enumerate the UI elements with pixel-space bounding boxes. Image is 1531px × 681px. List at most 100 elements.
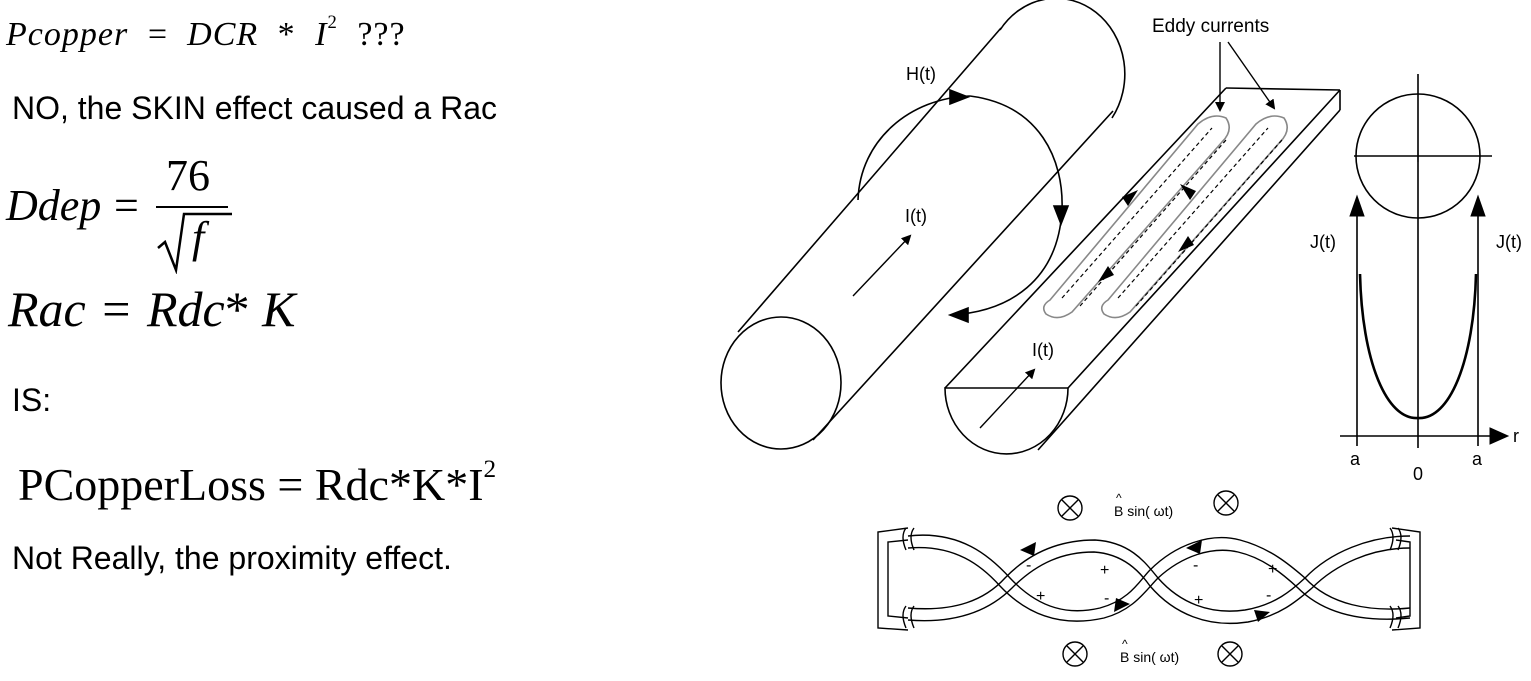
proximity-effect-note: Not Really, the proximity effect. xyxy=(12,540,452,576)
formula-pcopper-lhs: Pcopper xyxy=(6,16,129,53)
right-end-bracket-inner xyxy=(1395,539,1411,619)
skin-effect-note: NO, the SKIN effect caused a Rac xyxy=(12,90,497,126)
h-field-arrow-bottom xyxy=(947,306,969,324)
left-end-bracket xyxy=(877,527,909,631)
formula-ddep-fraction-bar xyxy=(156,206,228,208)
half-cylinder-back-edge xyxy=(1225,87,1341,91)
formula-rac-eq: = xyxy=(102,281,131,337)
formula-pcopper-var: I xyxy=(315,16,328,53)
formula-ddep-eq: = xyxy=(114,181,139,230)
formula-pcopperloss-op1: * xyxy=(388,459,412,510)
half-current-label: I(t) xyxy=(1032,340,1054,360)
formula-pcopper-suffix: ??? xyxy=(357,16,406,53)
formula-ddep-radicand: f xyxy=(192,213,205,262)
field-marker-top-right-icon xyxy=(1213,490,1239,516)
h-field-arrow-top xyxy=(949,88,971,106)
formula-rac-rdc: Rdc xyxy=(146,281,225,337)
field-markers xyxy=(1057,490,1243,667)
tick-label-a-left: a xyxy=(1350,449,1361,469)
cylinder-back-face xyxy=(999,0,1126,119)
half-cylinder-top-left-edge xyxy=(944,87,1227,389)
eddy-path-4 xyxy=(1135,139,1283,307)
formula-pcopperloss-eq: = xyxy=(277,459,304,510)
is-label: IS: xyxy=(12,382,52,418)
charge-minus-4: - xyxy=(1266,587,1271,604)
r-axis-arrowhead xyxy=(1489,427,1510,445)
half-current-arrow xyxy=(979,368,1036,429)
formula-pcopper-op: * xyxy=(277,16,296,53)
formula-pcopper-exp: 2 xyxy=(327,12,338,34)
proximity-arrow-4 xyxy=(1254,610,1270,622)
h-field-arc-bottom xyxy=(949,209,1063,316)
twisted-pair xyxy=(877,527,1421,631)
proximity-arrow-3 xyxy=(1186,540,1202,554)
charge-plus-4: + xyxy=(1194,592,1203,609)
wire-a-outer xyxy=(907,534,1411,612)
r-axis-label: r xyxy=(1513,426,1519,446)
tick-label-zero: 0 xyxy=(1413,464,1423,484)
wire-a-inner xyxy=(907,546,1411,622)
current-density-plot xyxy=(1340,74,1510,448)
right-end-bracket xyxy=(1391,527,1421,631)
left-end-cap-bottom xyxy=(902,605,915,629)
eddy-currents-label: Eddy currents xyxy=(1152,16,1269,37)
formula-pcopperloss-lhs: PCopperLoss xyxy=(18,459,266,510)
proximity-arrow-1 xyxy=(1020,542,1036,556)
h-field-arc-top xyxy=(857,95,971,201)
charge-plus-1: + xyxy=(1100,562,1109,579)
half-cylinder-front-face xyxy=(944,387,1069,455)
formula-pcopper: Pcopper = DCR * I2 ??? xyxy=(6,13,406,54)
eddy-path-3 xyxy=(1117,127,1269,299)
formula-rac-lhs: Rac xyxy=(8,281,86,337)
formula-pcopper-rhs: DCR xyxy=(187,16,259,53)
j-axis-right-arrowhead xyxy=(1470,194,1486,217)
j-label-left: J(t) xyxy=(1310,232,1336,252)
h-field-arrow-right xyxy=(1052,205,1070,227)
wire-b-inner xyxy=(907,547,1411,625)
half-cylinder-conductor xyxy=(944,87,1341,455)
j-axis-left-arrowhead xyxy=(1349,194,1365,217)
field-marker-bottom-right-icon xyxy=(1217,641,1243,667)
eddy-current-arrowheads xyxy=(1098,184,1196,282)
charge-minus-2: - xyxy=(1104,590,1109,607)
left-end-cap-top xyxy=(902,527,915,551)
cylinder-front-face xyxy=(720,316,842,450)
eddy-loop-right xyxy=(1100,115,1288,319)
right-end-cap-top xyxy=(1389,527,1402,551)
proximity-current-arrows xyxy=(1020,540,1270,622)
eddy-arrow-1 xyxy=(1122,190,1138,206)
cylinder-current-arrow xyxy=(852,234,912,297)
charge-minus-3: - xyxy=(1193,557,1198,574)
current-density-curve xyxy=(1358,273,1478,420)
formula-pcopperloss-exp: 2 xyxy=(483,455,497,484)
formula-ddep-numerator: 76 xyxy=(166,151,210,200)
formula-rac-k: K xyxy=(262,281,296,337)
h-field-arc-right xyxy=(969,95,1063,211)
cylinder-conductor xyxy=(720,0,1126,450)
h-field-loop xyxy=(857,88,1070,324)
right-end-cap-bottom xyxy=(1389,605,1402,629)
eddy-path-1 xyxy=(1061,127,1213,299)
eddy-pointer-right xyxy=(1227,41,1276,110)
cylinder-top-edge xyxy=(737,27,1002,333)
field-bottom-label: B sin( ωt) xyxy=(1120,649,1179,665)
formula-pcopperloss-rdc: Rdc xyxy=(314,459,389,510)
charge-minus-1: - xyxy=(1026,557,1031,574)
left-end-bracket-inner xyxy=(887,539,909,619)
cylinder-current-label: I(t) xyxy=(905,206,927,226)
formula-pcopper-eq: = xyxy=(145,16,170,53)
formula-rac: Rac = Rdc* K xyxy=(8,280,296,338)
formula-ddep: Ddep = 76 f xyxy=(6,150,246,275)
charge-plus-3: + xyxy=(1268,561,1277,578)
eddy-arrow-4 xyxy=(1178,236,1194,252)
tick-label-a-right: a xyxy=(1472,449,1483,469)
charge-plus-2: + xyxy=(1036,588,1045,605)
formula-pcopperloss-var: I xyxy=(468,459,484,510)
field-top-hat: ^ xyxy=(1116,491,1122,505)
eddy-arrow-3 xyxy=(1180,184,1196,200)
field-top-label: B sin( ωt) xyxy=(1114,503,1173,519)
h-field-label: H(t) xyxy=(906,64,936,84)
j-label-right: J(t) xyxy=(1496,232,1522,252)
formula-ddep-radical-sign xyxy=(157,212,232,274)
